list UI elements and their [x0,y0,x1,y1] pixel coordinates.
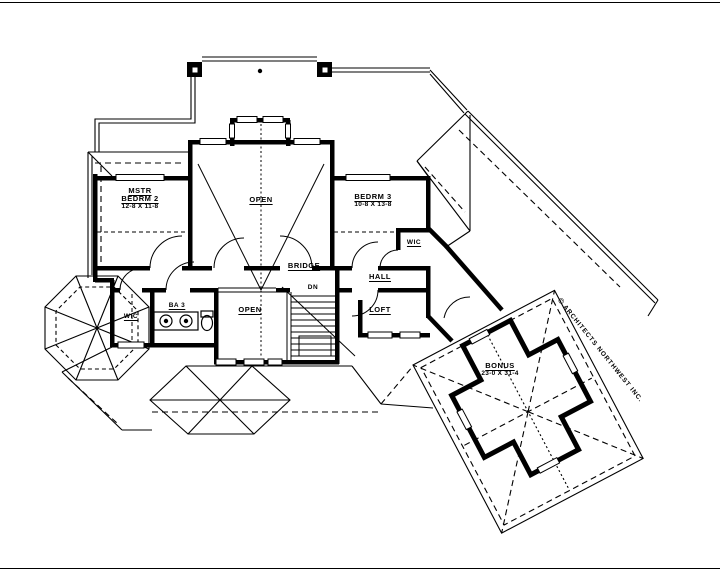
bath-fixtures [153,310,214,332]
label-loft: LOFT [369,305,391,314]
bonus-room-walls [448,317,594,479]
label-wic-left: WIC [123,313,139,320]
roof-upper-right [416,69,659,304]
bonus-windows [456,328,579,474]
roof-left [87,151,190,278]
label-master-line2: BEDRM 2 [121,194,159,203]
label-bridge: BRIDGE [287,261,321,270]
roof-lower-left [61,346,291,435]
walls-diagonal [426,226,504,343]
door-arcs [119,235,471,319]
label-wic-right: WIC [406,239,422,246]
label-hall: HALL [369,272,391,281]
turret-roof [44,275,150,381]
label-master-dims: 12-8 X 11-8 [121,203,159,210]
deck-outline [94,56,430,152]
label-open-upper: OPEN [249,195,273,204]
staircase [281,286,356,362]
bonus-wing [412,289,644,534]
roof-wing-connector [647,299,659,317]
open-area-lines [97,124,394,356]
label-master-bedroom: MSTR BEDRM 2 12-8 X 11-8 [121,187,158,211]
label-bedroom3: BEDRM 3 10-8 X 13-8 [354,192,392,209]
label-bonus: BONUS 23-0 X 31-4 [481,361,519,378]
roof-lower-middle [152,365,434,413]
windows [115,116,421,366]
label-master-line1: MSTR [128,186,152,195]
label-stairs-dn: DN [307,284,319,291]
label-open-lower: OPEN [238,305,262,314]
label-bath3: BA 3 [168,302,186,309]
